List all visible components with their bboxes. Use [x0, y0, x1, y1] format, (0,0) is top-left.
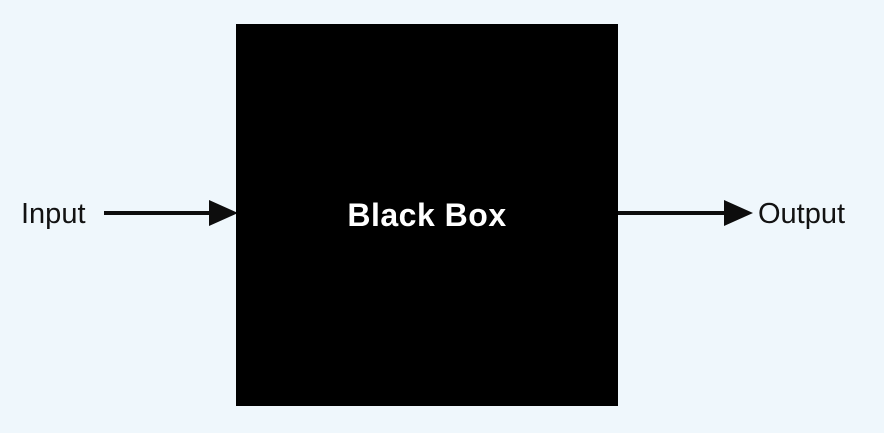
output-arrowhead-icon	[724, 200, 753, 226]
input-label: Input	[21, 198, 86, 230]
output-arrow	[618, 199, 753, 227]
output-arrow-shaft	[618, 211, 725, 215]
black-box-node: Black Box	[236, 24, 618, 406]
input-arrow-shaft	[104, 211, 210, 215]
input-arrow	[104, 199, 238, 227]
input-arrowhead-icon	[209, 200, 238, 226]
output-label: Output	[758, 198, 846, 230]
black-box-label: Black Box	[347, 196, 507, 233]
